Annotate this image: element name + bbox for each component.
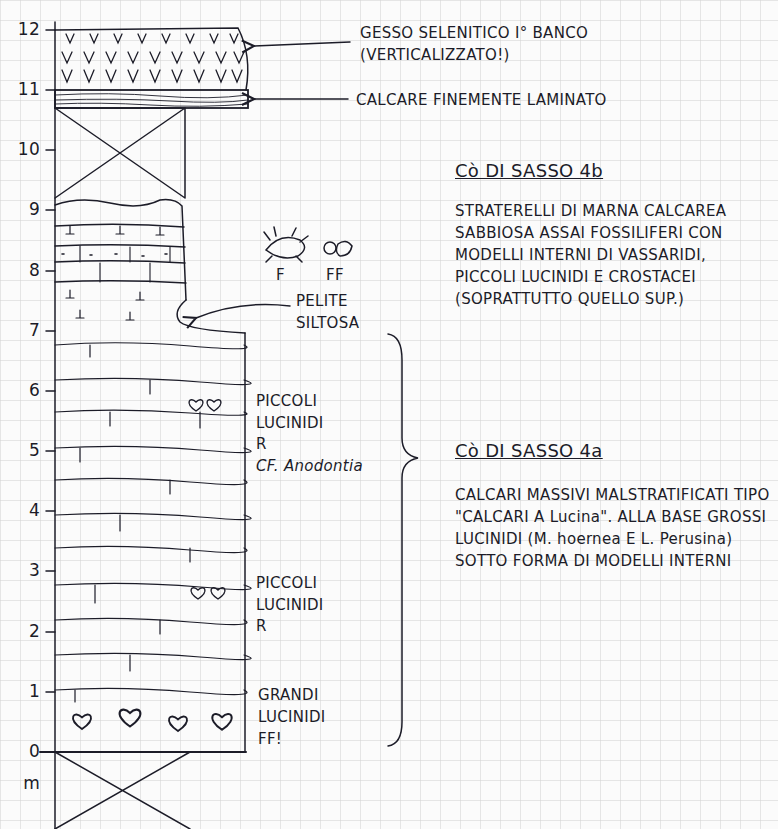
scale-number: 7 [6, 319, 40, 341]
scale-number: 2 [6, 620, 40, 642]
fossil-note: PICCOLI LUCINIDI [256, 572, 366, 616]
scale-number: 1 [6, 680, 40, 702]
scale-number: 5 [6, 439, 40, 461]
frequency-mark: FF! [258, 728, 318, 750]
layer-note: PELITE SILTOSA [296, 290, 386, 334]
frequency-mark: R [256, 433, 296, 455]
frequency-mark: R [256, 615, 296, 637]
scale-number: 10 [6, 138, 40, 160]
section-description: STRATERELLI DI MARNA CALCAREA SABBIOSA A… [455, 200, 770, 310]
scale-number: 4 [6, 499, 40, 521]
fossil-note: CF. Anodontia [256, 455, 386, 477]
section-description: CALCARI MASSIVI MALSTRATIFICATI TIPO "CA… [455, 484, 770, 572]
scale-number: 3 [6, 559, 40, 581]
fossil-note: PICCOLI LUCINIDI [256, 390, 366, 434]
scale-unit: m [6, 772, 40, 794]
scale-number: 8 [6, 259, 40, 281]
scale-number: 6 [6, 379, 40, 401]
scale-number: 12 [6, 18, 40, 40]
section-title: Cò DI SASSO 4b [455, 160, 755, 182]
scale-number: 0 [6, 740, 40, 762]
fossil-note: GRANDI LUCINIDI [258, 684, 368, 728]
scale-number: 11 [6, 78, 40, 100]
frequency-mark: FF [326, 264, 366, 286]
layer-note: CALCARE FINEMENTE LAMINATO [356, 89, 676, 111]
section-title: Cò DI SASSO 4a [455, 440, 755, 462]
layer-note: GESSO SELENITICO I° BANCO (VERTICALIZZAT… [360, 22, 660, 66]
frequency-mark: F [276, 264, 306, 286]
scale-number: 9 [6, 198, 40, 220]
